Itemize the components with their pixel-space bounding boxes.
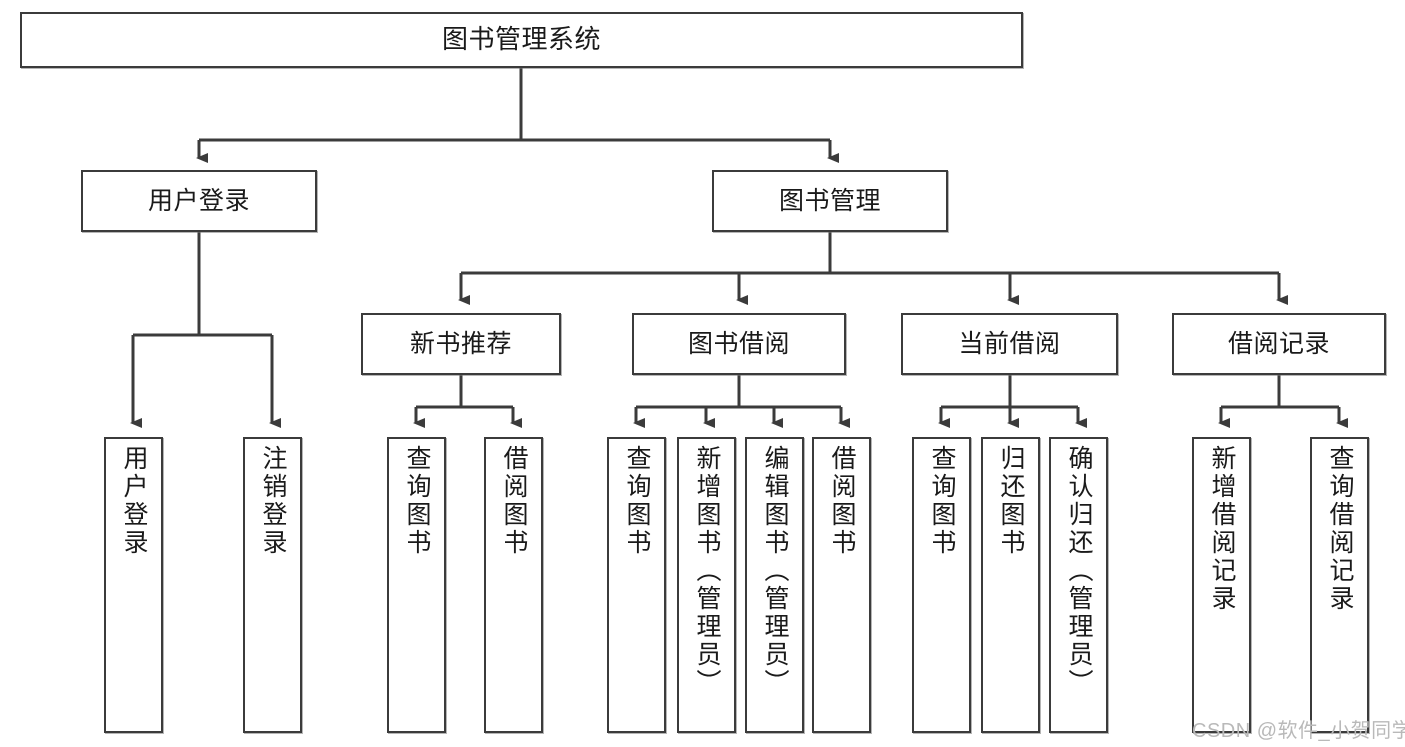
node-label: 用户登录 (120, 445, 148, 557)
leaf-new-book-borrow[interactable]: 借阅图书 (484, 437, 543, 733)
leaf-user-login-logout[interactable]: 注销登录 (243, 437, 302, 733)
node-label: 查询图书 (403, 445, 431, 557)
node-label: 确认归还（管理员） (1065, 445, 1093, 697)
csdn-watermark: CSDN @软件_小贺同学 (1192, 720, 1405, 742)
leaf-borrow-borrow-book[interactable]: 借阅图书 (812, 437, 871, 733)
leaf-borrow-edit-book[interactable]: 编辑图书（管理员） (745, 437, 804, 733)
node-current-borrow[interactable]: 当前借阅 (901, 313, 1118, 375)
node-new-book-recommend[interactable]: 新书推荐 (361, 313, 561, 375)
node-borrow-record[interactable]: 借阅记录 (1172, 313, 1386, 375)
node-label: 注销登录 (259, 445, 287, 557)
leaf-current-query-book[interactable]: 查询图书 (912, 437, 971, 733)
leaf-record-add[interactable]: 新增借阅记录 (1192, 437, 1251, 733)
node-label: 借阅图书 (500, 445, 528, 557)
node-root-system[interactable]: 图书管理系统 (20, 12, 1023, 68)
node-label: 查询借阅记录 (1326, 445, 1354, 613)
leaf-user-login-login[interactable]: 用户登录 (104, 437, 163, 733)
node-label: 查询图书 (623, 445, 651, 557)
node-label: 新增借阅记录 (1208, 445, 1236, 613)
node-label: 借阅记录 (1227, 330, 1330, 358)
node-label: 图书管理 (778, 187, 881, 215)
node-label: 新书推荐 (409, 330, 512, 358)
leaf-new-book-query[interactable]: 查询图书 (387, 437, 446, 733)
node-label: 当前借阅 (958, 330, 1061, 358)
node-label: 图书管理系统 (441, 24, 601, 55)
node-label: 新增图书（管理员） (693, 445, 721, 697)
node-label: 借阅图书 (828, 445, 856, 557)
node-book-borrow[interactable]: 图书借阅 (632, 313, 846, 375)
leaf-current-return-book[interactable]: 归还图书 (981, 437, 1040, 733)
leaf-borrow-query-book[interactable]: 查询图书 (607, 437, 666, 733)
node-label: 查询图书 (928, 445, 956, 557)
leaf-record-query[interactable]: 查询借阅记录 (1310, 437, 1369, 733)
leaf-current-confirm-return[interactable]: 确认归还（管理员） (1049, 437, 1108, 733)
node-label: 编辑图书（管理员） (761, 445, 789, 697)
node-label: 用户登录 (147, 187, 250, 215)
node-book-management[interactable]: 图书管理 (712, 170, 948, 232)
node-user-login[interactable]: 用户登录 (81, 170, 317, 232)
node-label: 归还图书 (997, 445, 1025, 557)
node-label: 图书借阅 (687, 330, 790, 358)
leaf-borrow-add-book[interactable]: 新增图书（管理员） (677, 437, 736, 733)
